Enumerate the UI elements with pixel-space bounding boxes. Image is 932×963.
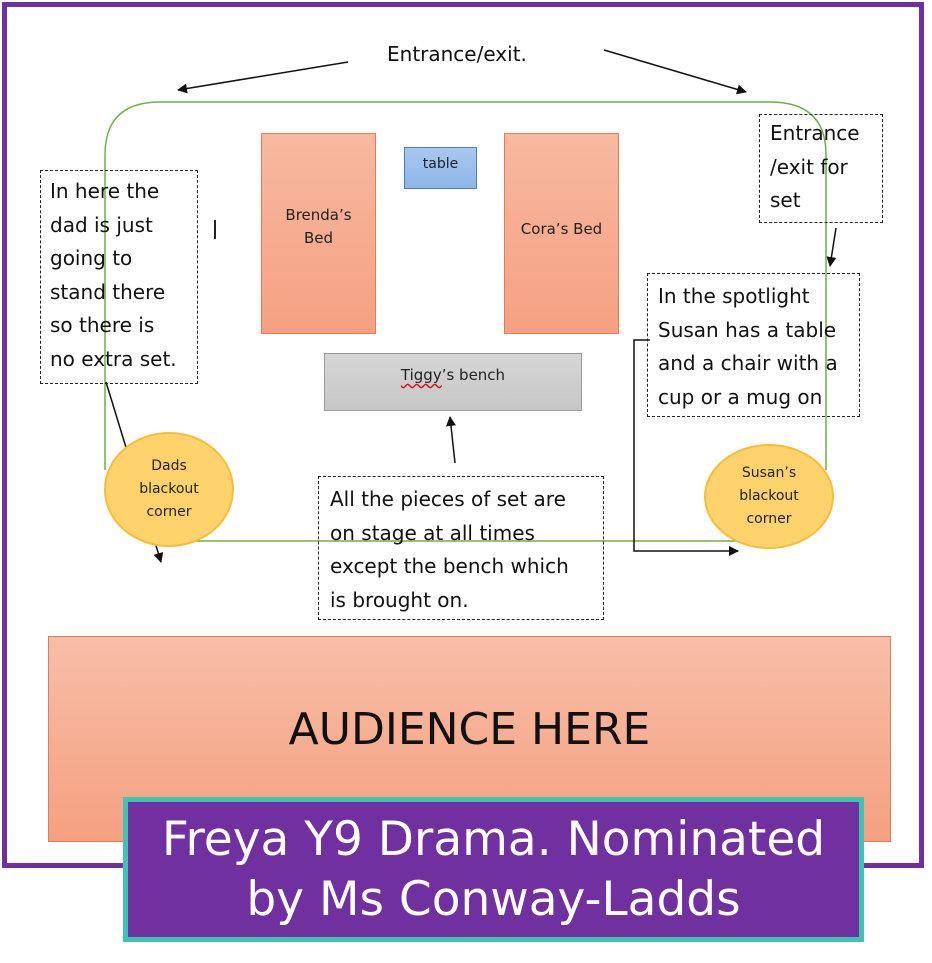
nomination-caption: Freya Y9 Drama. Nominated by Ms Conway-L…	[123, 797, 864, 942]
set-note: All the pieces of set are on stage at al…	[318, 476, 604, 620]
arrow-entrance-left	[177, 61, 349, 94]
tiggy-bench: Tiggy’s bench	[324, 353, 582, 411]
text-cursor-mark	[214, 220, 216, 239]
stage-table: table	[404, 147, 477, 189]
susan-blackout-corner: Susan’s blackout corner	[704, 444, 834, 549]
entrance-exit-label: Entrance/exit.	[387, 42, 527, 66]
dad-blackout-corner: Dads blackout corner	[104, 432, 234, 547]
arrow-bench	[446, 416, 456, 464]
arrow-entrance-right	[603, 49, 747, 95]
bench-label-suffix: ’s bench	[441, 366, 506, 384]
brenda-bed: Brenda’s Bed	[261, 133, 376, 334]
set-entrance-note: Entrance /exit for set	[759, 114, 883, 223]
arrow-spotlight	[633, 339, 739, 556]
spotlight-note: In the spotlight Susan has a table and a…	[647, 273, 860, 417]
cora-bed: Cora’s Bed	[504, 133, 619, 334]
dad-note: In here the dad is just going to stand t…	[40, 170, 198, 384]
stage-outline	[104, 101, 827, 470]
bench-name-misspelled: Tiggy	[400, 366, 442, 384]
arrow-set-entrance	[826, 227, 837, 267]
